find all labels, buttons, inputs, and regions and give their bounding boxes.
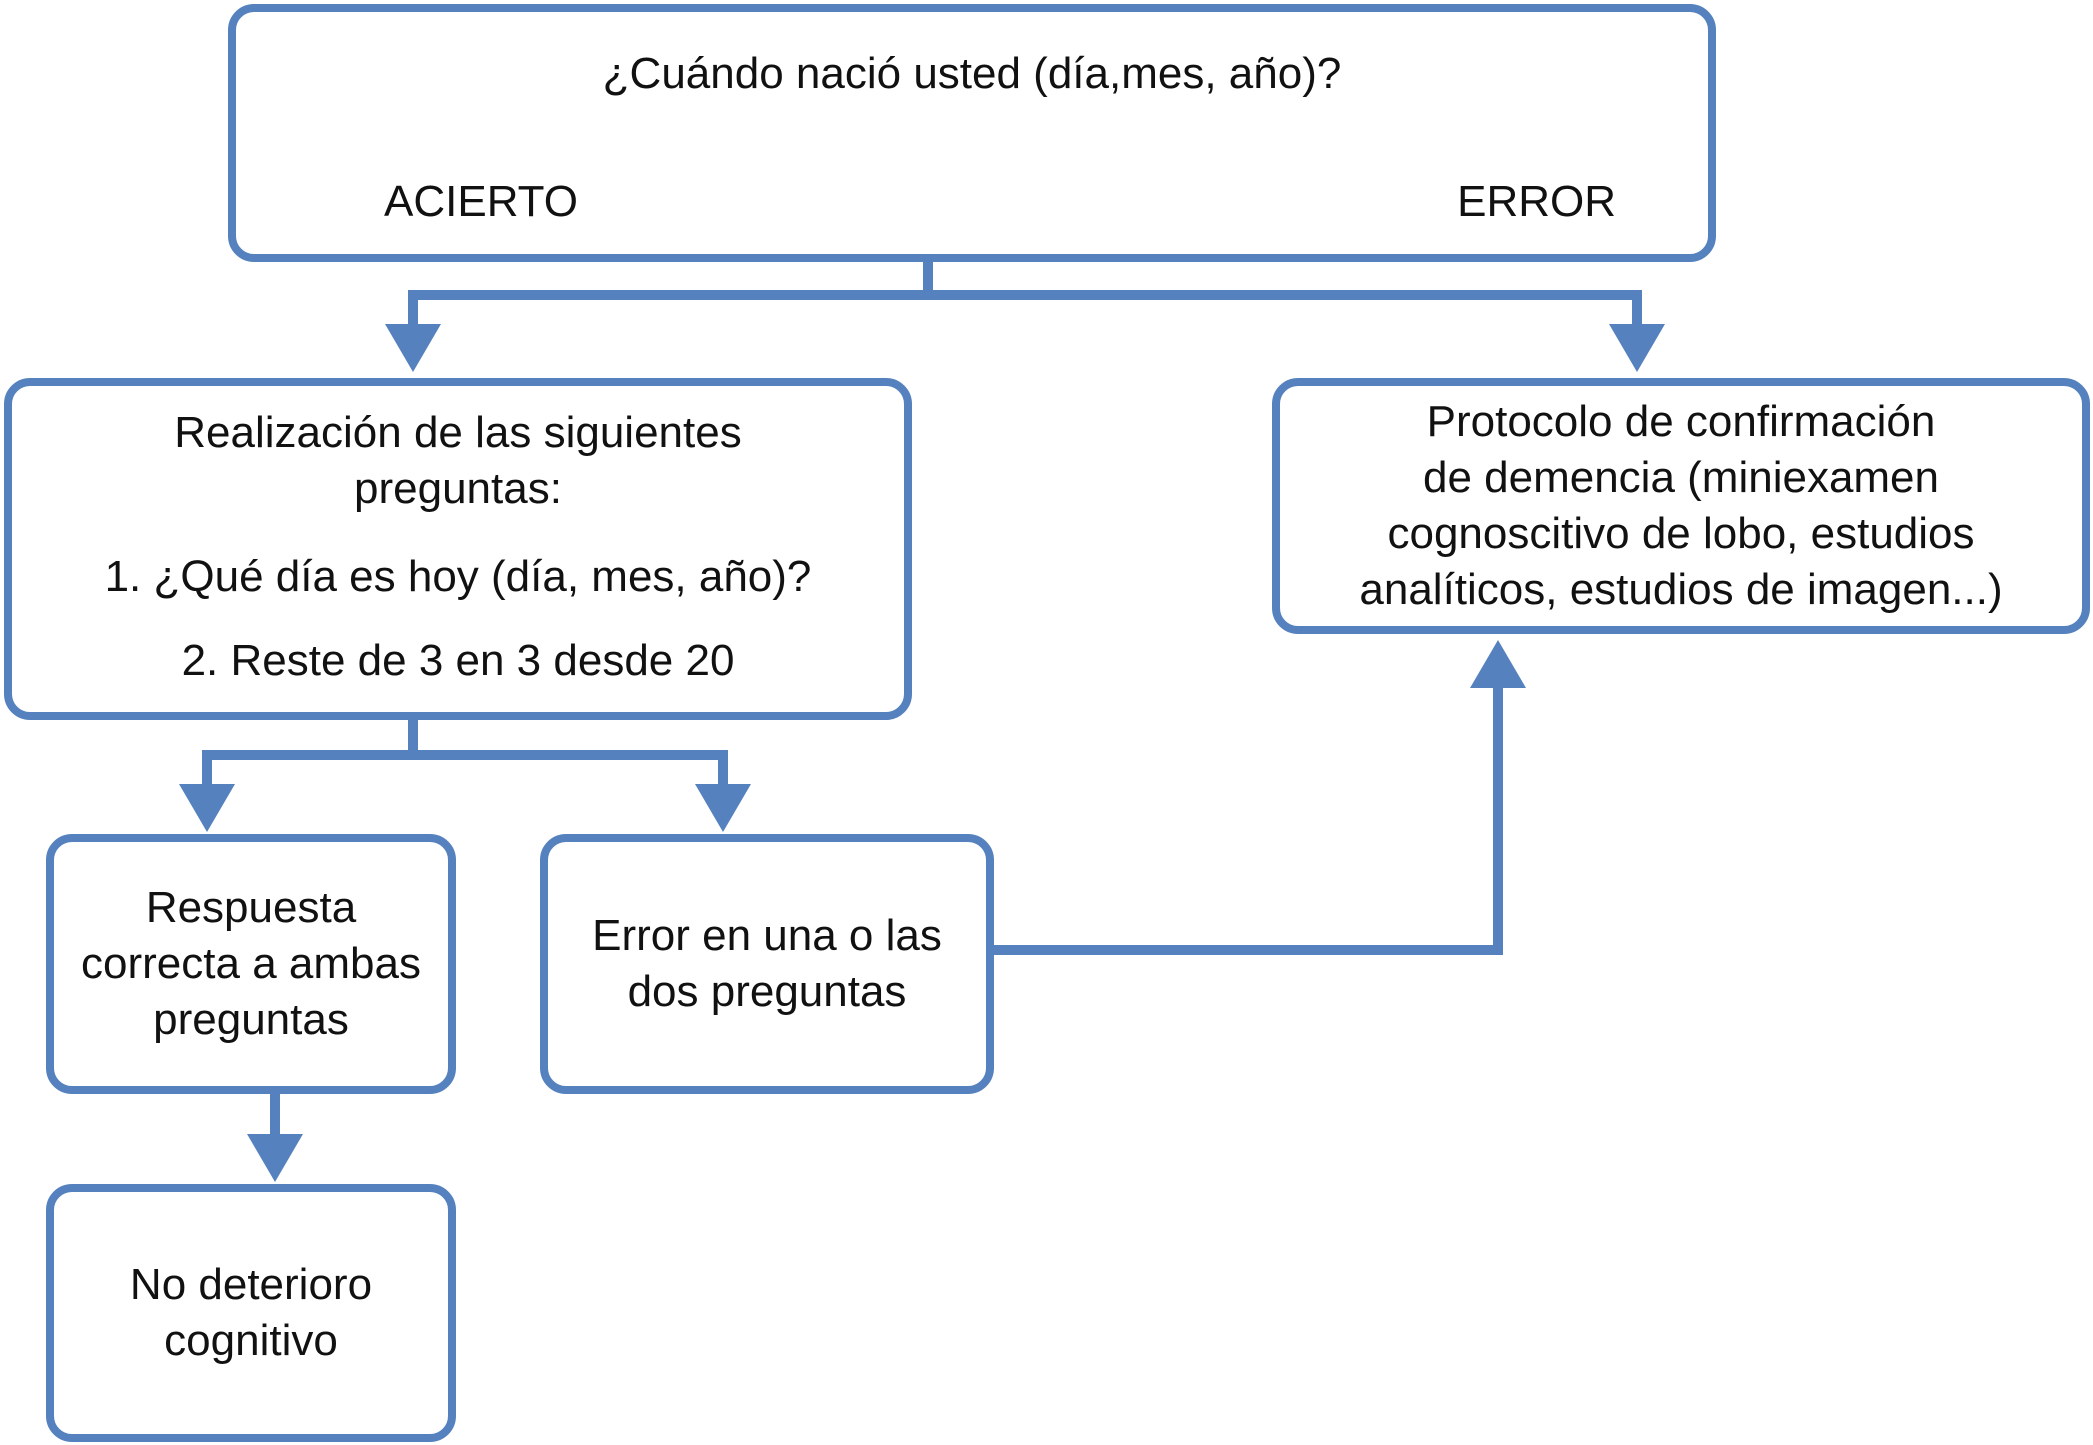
connector-error-to-protocol (992, 685, 1503, 955)
connector-question-split (413, 258, 1637, 300)
followup-questions-box: Realización de las siguientes preguntas:… (4, 378, 912, 720)
arrowhead-to-error (695, 784, 751, 832)
error-line1: Error en una o las (592, 911, 942, 960)
acierto-label: ACIERTO (384, 177, 578, 226)
birthdate-question-box: ¿Cuándo nació usted (día,mes, año)? ACIE… (228, 4, 1716, 262)
arrowhead-to-questions (385, 324, 441, 372)
correct-line1: Respuesta (145, 883, 357, 932)
arrowhead-to-protocol-up (1470, 640, 1526, 688)
arrowhead-to-protocol (1609, 324, 1665, 372)
result-line2: cognitivo (164, 1316, 338, 1365)
protocol-line2: de demencia (miniexamen (1422, 453, 1940, 502)
no-cognitive-impairment-box: No deterioro cognitivo (46, 1184, 456, 1442)
questions-title-line1: Realización de las siguientes (174, 408, 742, 457)
error-line2: dos preguntas (627, 967, 907, 1016)
correct-answer-box: Respuesta correcta a ambas preguntas (46, 834, 456, 1094)
result-line1: No deterioro (129, 1260, 373, 1309)
birthdate-question: ¿Cuándo nació usted (día,mes, año)? (602, 49, 1342, 98)
questions-title-line2: preguntas: (354, 464, 562, 513)
connector-questions-split (207, 718, 723, 760)
error-label: ERROR (1457, 177, 1616, 226)
protocol-line1: Protocolo de confirmación (1426, 397, 1936, 446)
arrowhead-to-correct (179, 784, 235, 832)
protocol-line3: cognoscitivo de lobo, estudios (1387, 509, 1975, 558)
correct-line2: correcta a ambas (81, 939, 421, 988)
error-answer-box: Error en una o las dos preguntas (540, 834, 994, 1094)
dementia-protocol-box: Protocolo de confirmación de demencia (m… (1272, 378, 2090, 634)
correct-line3: preguntas (153, 995, 349, 1044)
question-item-1: 1. ¿Qué día es hoy (día, mes, año)? (104, 552, 812, 601)
question-item-2: 2. Reste de 3 en 3 desde 20 (181, 636, 735, 685)
arrowhead-to-result (247, 1134, 303, 1182)
protocol-line4: analíticos, estudios de imagen...) (1359, 565, 2003, 614)
